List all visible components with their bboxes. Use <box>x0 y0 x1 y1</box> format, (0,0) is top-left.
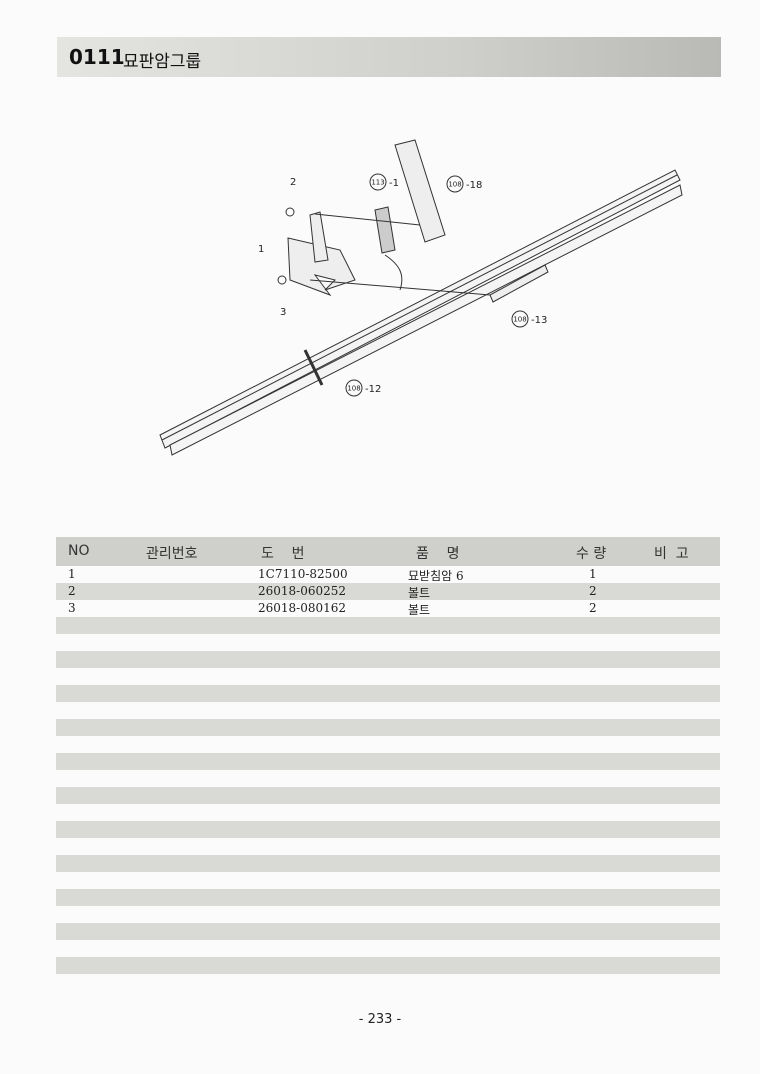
table-row <box>56 906 720 923</box>
header-part-no: 도 번 <box>261 546 305 562</box>
callout-108-18-suffix: -18 <box>466 180 482 191</box>
table-row <box>56 821 720 838</box>
cell-qty: 2 <box>589 584 597 598</box>
cell-name: 볼트 <box>408 603 431 617</box>
small-plate-part <box>489 264 549 303</box>
cell-no: 2 <box>68 584 76 598</box>
callout-108-a-circle <box>446 175 464 193</box>
plate-part <box>394 139 446 243</box>
bolt-2 <box>285 207 295 217</box>
table-row <box>56 940 720 957</box>
table-row <box>56 770 720 787</box>
callout-2: 2 <box>290 177 296 188</box>
cell-qty: 1 <box>589 567 597 581</box>
callout-108-12-suffix: -12 <box>365 384 381 395</box>
table-row <box>56 787 720 804</box>
table-row <box>56 804 720 821</box>
table-row <box>56 838 720 855</box>
table-row: 2 26018-060252 볼트 2 <box>56 583 720 600</box>
table-row <box>56 889 720 906</box>
table-row <box>56 702 720 719</box>
table-row <box>56 617 720 634</box>
header-quantity: 수 량 <box>576 546 607 562</box>
header-no: NO <box>68 543 90 559</box>
callout-108-13-suffix: -13 <box>531 315 547 326</box>
table-row <box>56 668 720 685</box>
bolt-3 <box>277 275 287 285</box>
callout-113-circle <box>369 173 387 191</box>
cell-name: 볼트 <box>408 586 431 600</box>
table-row: 1 1C7110-82500 묘받침암 6 1 <box>56 566 720 583</box>
section-title-bar: 0111 묘판암그룹 <box>57 37 721 77</box>
table-row <box>56 923 720 940</box>
bracket-part-1 <box>287 211 356 297</box>
cell-no: 3 <box>68 601 76 615</box>
callout-113-suffix: -1 <box>389 178 399 189</box>
table-row <box>56 855 720 872</box>
table-row <box>56 685 720 702</box>
header-management-no: 관리번호 <box>146 546 198 562</box>
cell-part: 1C7110-82500 <box>258 567 348 581</box>
section-title: 묘판암그룹 <box>123 52 202 72</box>
cell-no: 1 <box>68 567 76 581</box>
callout-108-c-circle <box>345 379 363 397</box>
table-header: NO 관리번호 도 번 품 명 수 량 비 고 <box>56 537 720 566</box>
table-row <box>56 651 720 668</box>
table-row <box>56 872 720 889</box>
cell-part: 26018-060252 <box>258 584 347 598</box>
callout-113: 113 <box>371 179 384 187</box>
cell-part: 26018-080162 <box>258 601 347 615</box>
header-remarks: 비 고 <box>654 546 689 562</box>
callout-108-b-circle <box>511 310 529 328</box>
page-number: - 233 - <box>358 1012 402 1027</box>
cell-name: 묘받침암 6 <box>408 569 464 583</box>
table-row: 3 26018-080162 볼트 2 <box>56 600 720 617</box>
table-row <box>56 634 720 651</box>
parts-table: NO 관리번호 도 번 품 명 수 량 비 고 1 1C7110-82500 묘받침… <box>56 537 720 974</box>
table-row <box>56 719 720 736</box>
header-part-name: 품 명 <box>416 546 460 562</box>
table-row <box>56 753 720 770</box>
cell-qty: 2 <box>589 601 597 615</box>
table-row <box>56 957 720 974</box>
callout-108-c: 108 <box>347 385 360 393</box>
callout-108-a: 108 <box>448 181 461 189</box>
table-row <box>56 736 720 753</box>
callout-1: 1 <box>258 244 264 255</box>
parts-diagram: 2 1 3 113 -1 108 -18 108 -13 108 -12 <box>159 139 683 456</box>
callout-3: 3 <box>280 307 286 318</box>
main-rail <box>159 169 683 456</box>
callout-108-b: 108 <box>513 316 526 324</box>
section-code: 0111 <box>69 45 125 69</box>
arm-part <box>374 206 403 291</box>
